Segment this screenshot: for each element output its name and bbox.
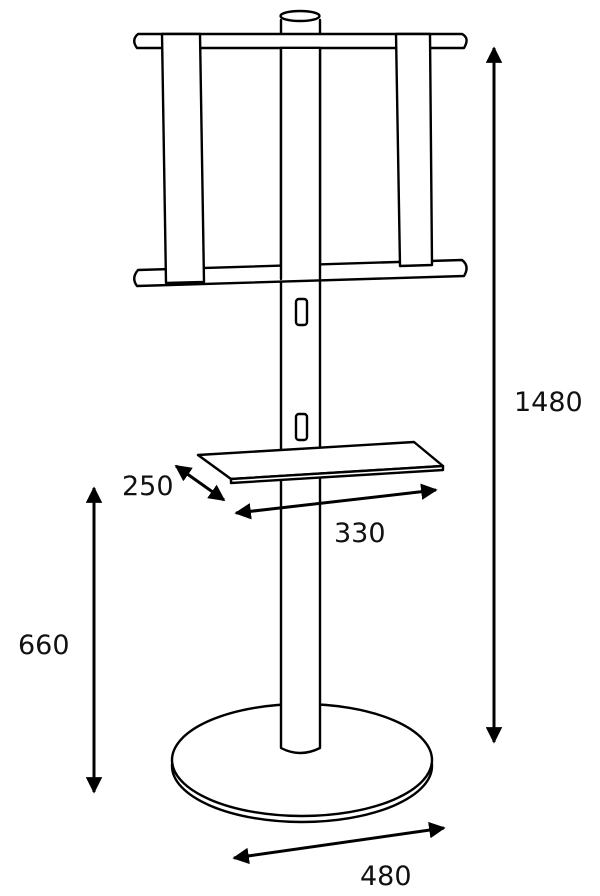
pole-front-face [282, 49, 319, 279]
bracket-left-arm [160, 32, 206, 285]
shelf-height-label: 660 [18, 630, 70, 661]
bracket-top-rail [133, 32, 468, 50]
base-diameter-arrow [232, 821, 446, 865]
pole-top-cap [279, 9, 321, 23]
pole-slot-lower [294, 412, 309, 442]
shelf-edge [229, 464, 445, 485]
shelf-depth-arrow [174, 464, 226, 502]
bracket-right-arm [394, 32, 434, 268]
base-disc [170, 702, 434, 824]
tv-mount-bracket [133, 32, 468, 288]
total-height-label: 1480 [514, 387, 583, 418]
shelf-width-arrow [234, 483, 438, 520]
base-diameter-label: 480 [360, 861, 412, 892]
shelf-width-label: 330 [334, 518, 386, 549]
shelf-depth-label: 250 [122, 471, 174, 502]
pole-slot-upper [294, 297, 309, 327]
shelf [196, 440, 445, 485]
